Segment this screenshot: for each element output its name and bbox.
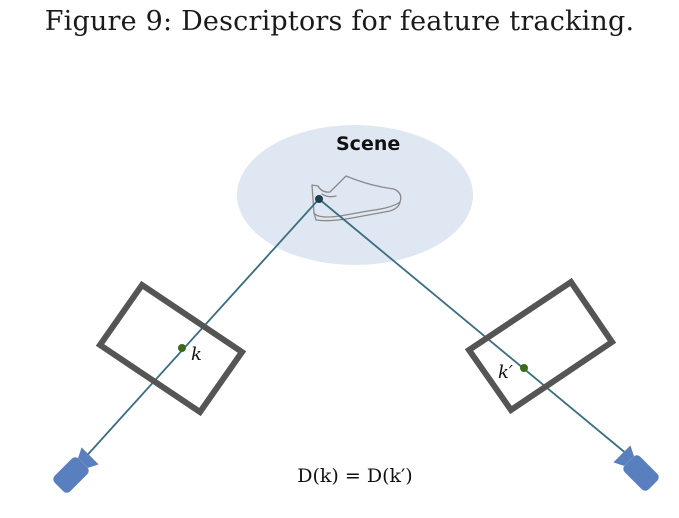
descriptor-equation: D(k) = D(k′) <box>297 465 412 487</box>
figure-caption: Figure 9: Descriptors for feature tracki… <box>44 6 635 37</box>
left-keypoint-label: k <box>191 344 202 365</box>
right-keypoint-label: k′ <box>498 362 513 383</box>
scene-label: Scene <box>336 133 400 155</box>
right-camera-icon <box>613 445 659 491</box>
left-ray <box>81 198 320 462</box>
right-image-plane <box>464 277 617 415</box>
scene-point <box>315 195 323 203</box>
right-keypoint <box>520 364 528 372</box>
left-image-plane <box>95 280 247 417</box>
left-keypoint <box>178 344 186 352</box>
shoe-icon <box>311 175 402 222</box>
scene-region <box>237 125 473 265</box>
right-ray <box>318 198 629 456</box>
left-camera-icon <box>53 447 99 493</box>
